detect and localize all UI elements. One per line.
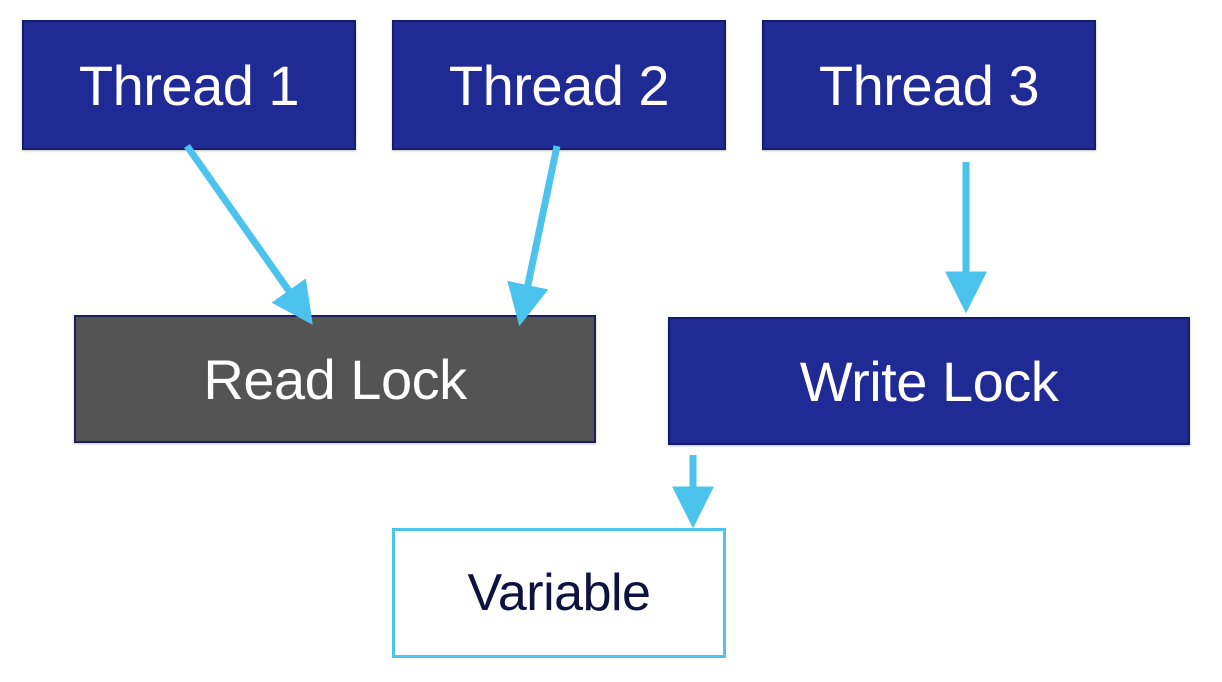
read-lock-box: Read Lock	[74, 315, 596, 443]
read-lock-label: Read Lock	[203, 347, 467, 411]
arrow-thread2-to-readlock	[507, 145, 561, 327]
write-lock-label: Write Lock	[799, 349, 1059, 413]
variable-box: Variable	[392, 528, 726, 658]
thread-3-label: Thread 3	[818, 53, 1040, 117]
write-lock-box: Write Lock	[668, 317, 1190, 445]
thread-2-box: Thread 2	[392, 20, 726, 150]
thread-3-box: Thread 3	[762, 20, 1096, 150]
arrow-thread1-to-readlock	[184, 143, 313, 325]
thread-2-label: Thread 2	[448, 53, 670, 117]
variable-label: Variable	[467, 564, 651, 622]
thread-1-box: Thread 1	[22, 20, 356, 150]
thread-1-label: Thread 1	[78, 53, 300, 117]
